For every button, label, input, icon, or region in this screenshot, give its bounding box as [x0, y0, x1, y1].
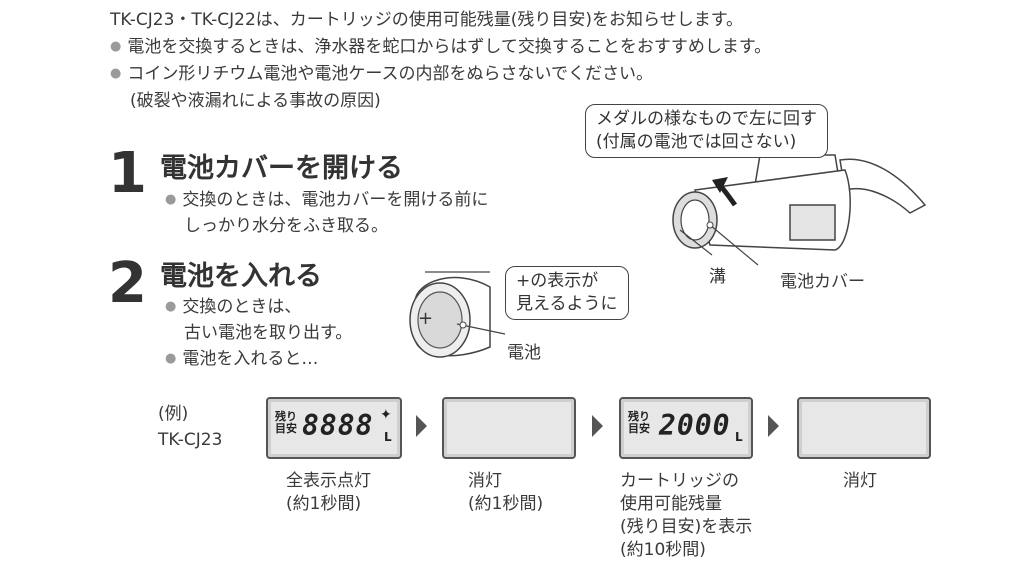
arrow-right-icon: [768, 415, 779, 437]
arrow-right-icon: [592, 415, 603, 437]
battery-callout: +の表示が 見えるように: [505, 266, 629, 320]
step-2-number: 2: [108, 251, 147, 316]
example-model: TK-CJ23: [158, 430, 223, 450]
lcd-unit: L: [384, 430, 392, 444]
lcd-unit: L: [735, 430, 743, 444]
step-1-bullet: 交換のときは、電池カバーを開ける前に: [165, 190, 488, 210]
lcd-off-1: [442, 397, 576, 459]
step-2-bullet-1-cont: 古い電池を取り出す。: [184, 323, 353, 343]
faucet-callout: メダルの様なもので左に回す (付属の電池では回さない): [585, 104, 828, 158]
battery-callout-line-1: +の表示が: [516, 271, 599, 291]
sparkle-icon: ✦: [380, 407, 392, 423]
battery-icon: [409, 271, 506, 358]
step-1-number: 1: [108, 141, 147, 206]
caption-off-2: 消灯: [843, 471, 877, 491]
step-2-bullet-2: 電池を入れると…: [165, 349, 318, 369]
caption-remaining: カートリッジの 使用可能残量 (残り目安)を表示 (約10秒間): [620, 471, 753, 560]
faucet-icon: [672, 154, 927, 266]
caption-all-on: 全表示点灯 (約1秒間): [286, 471, 371, 514]
intro-line: TK-CJ23・TK-CJ22は、カートリッジの使用可能残量(残り目安)をお知ら…: [110, 10, 744, 30]
intro-note: (破裂や液漏れによる事故の原因): [130, 91, 381, 111]
faucet-callout-line-2: (付属の電池では回さない): [596, 131, 797, 152]
step-1-title: 電池カバーを開ける: [160, 153, 403, 184]
lcd-all-segments: 残り 目安 8888 ✦ L: [266, 397, 402, 459]
faucet-callout-line-1: メダルの様なもので左に回す: [596, 109, 817, 129]
lcd-remain-label: 残り 目安: [275, 410, 297, 436]
step-2-title: 電池を入れる: [160, 261, 322, 292]
lcd-off-2: [797, 397, 931, 459]
battery-label: 電池: [507, 343, 541, 363]
battery-plus-mark: +: [418, 308, 434, 329]
faucet-cover-label: 電池カバー: [780, 272, 865, 292]
battery-illustration: [409, 271, 506, 358]
step-1-bullet-cont: しっかり水分をふき取る。: [184, 216, 388, 236]
faucet-illustration: [672, 154, 927, 266]
faucet-groove-label: 溝: [709, 267, 726, 287]
example-label: (例): [158, 404, 189, 424]
lcd-value: 2000: [659, 409, 731, 442]
lcd-remaining-value: 残り 目安 2000 L: [619, 397, 753, 459]
step-2-bullet-1: 交換のときは、: [165, 297, 301, 317]
intro-bullet-1: 電池を交換するときは、浄水器を蛇口からはずして交換することをおすすめします。: [110, 37, 771, 57]
intro-bullet-2: コイン形リチウム電池や電池ケースの内部をぬらさないでください。: [110, 64, 653, 84]
caption-off-1: 消灯 (約1秒間): [468, 471, 544, 514]
lcd-remain-label: 残り 目安: [628, 410, 650, 436]
lcd-digits-all: 8888: [302, 409, 374, 442]
battery-callout-line-2: 見えるように: [516, 293, 618, 314]
arrow-right-icon: [416, 415, 427, 437]
